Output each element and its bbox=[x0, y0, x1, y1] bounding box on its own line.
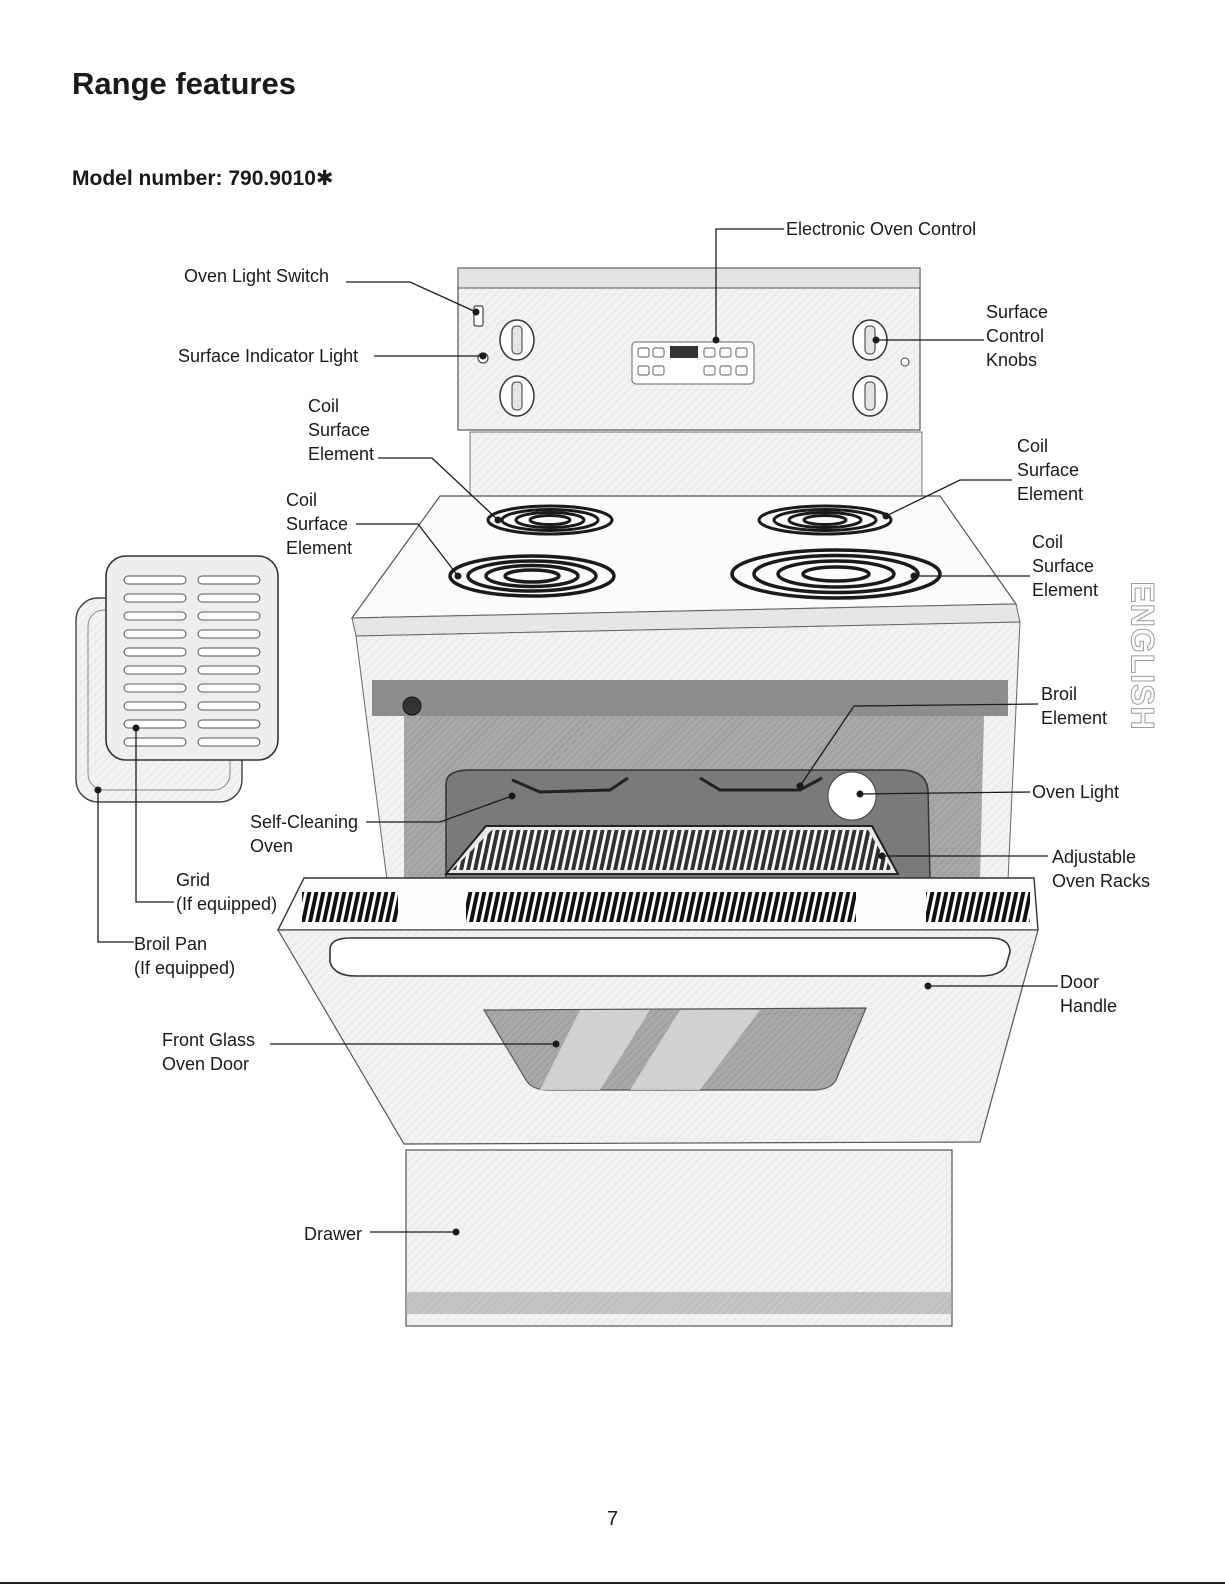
leader-coil-front-left bbox=[356, 523, 459, 577]
label-front-glass-oven-door: Front Glass Oven Door bbox=[162, 1030, 256, 1074]
label-self-cleaning-oven: Self-Cleaning Oven bbox=[250, 812, 359, 856]
bottom-rule bbox=[0, 1582, 1225, 1584]
coil-element-front-right bbox=[730, 548, 942, 600]
leader-electronic-oven-control bbox=[715, 228, 784, 340]
control-knob-left-top[interactable] bbox=[499, 319, 535, 361]
label-broil-element: Broil Element bbox=[1041, 684, 1108, 728]
leader-oven-light-switch bbox=[346, 281, 477, 313]
front-glass-window bbox=[482, 1007, 867, 1091]
broil-grid bbox=[105, 555, 279, 761]
language-side-tab-text: ENGLISH bbox=[1124, 581, 1161, 731]
broil-element bbox=[511, 776, 823, 794]
door-handle[interactable] bbox=[329, 937, 1011, 977]
label-adjustable-oven-racks: Adjustable Oven Racks bbox=[1052, 847, 1151, 891]
control-knob-right-bottom[interactable] bbox=[852, 375, 888, 417]
label-electronic-oven-control: Electronic Oven Control bbox=[786, 219, 977, 239]
leader-broil-pan bbox=[97, 790, 134, 943]
label-oven-light: Oven Light bbox=[1032, 782, 1120, 802]
page-number: 7 bbox=[606, 1508, 619, 1530]
indicator-dot-right bbox=[900, 357, 910, 367]
leader-oven-light bbox=[859, 791, 1031, 795]
oven-light-bulb bbox=[827, 771, 877, 821]
page-title: Range features bbox=[72, 66, 296, 101]
leader-broil-element bbox=[799, 703, 1039, 787]
language-side-tab: ENGLISH bbox=[1122, 566, 1162, 746]
label-surface-indicator-light: Surface Indicator Light bbox=[178, 346, 359, 366]
leader-grid bbox=[135, 728, 174, 903]
leader-coil-back-right bbox=[885, 479, 1012, 517]
oven-rack[interactable] bbox=[443, 825, 900, 875]
label-coil-element-front-left: Coil Surface Element bbox=[286, 490, 353, 558]
label-surface-control-knobs: Surface Control Knobs bbox=[986, 302, 1049, 370]
coil-element-back-left bbox=[486, 504, 614, 536]
leader-coil-back-left bbox=[378, 457, 499, 521]
label-coil-element-back-right: Coil Surface Element bbox=[1017, 436, 1084, 504]
label-broil-pan: Broil Pan (If equipped) bbox=[134, 934, 236, 978]
model-number: Model number: 790.9010✱ bbox=[72, 167, 334, 190]
leader-dots bbox=[94, 308, 932, 1236]
drawer[interactable] bbox=[405, 1149, 953, 1327]
leader-self-cleaning-oven bbox=[366, 795, 513, 823]
label-door-handle: Door Handle bbox=[1060, 972, 1118, 1016]
coil-element-back-right bbox=[757, 504, 893, 536]
control-knob-left-bottom[interactable] bbox=[499, 375, 535, 417]
label-coil-element-back-left: Coil Surface Element bbox=[308, 396, 375, 464]
label-coil-element-front-right: Coil Surface Element bbox=[1032, 532, 1099, 600]
oven-cavity-knob bbox=[402, 696, 422, 716]
label-drawer: Drawer bbox=[304, 1224, 363, 1244]
label-grid: Grid (If equipped) bbox=[176, 870, 278, 914]
coil-element-front-left bbox=[448, 554, 616, 598]
electronic-oven-control-panel[interactable] bbox=[631, 341, 755, 385]
label-oven-light-switch: Oven Light Switch bbox=[184, 266, 330, 286]
cooktop bbox=[350, 495, 1021, 637]
leader-lines bbox=[97, 228, 1058, 1233]
